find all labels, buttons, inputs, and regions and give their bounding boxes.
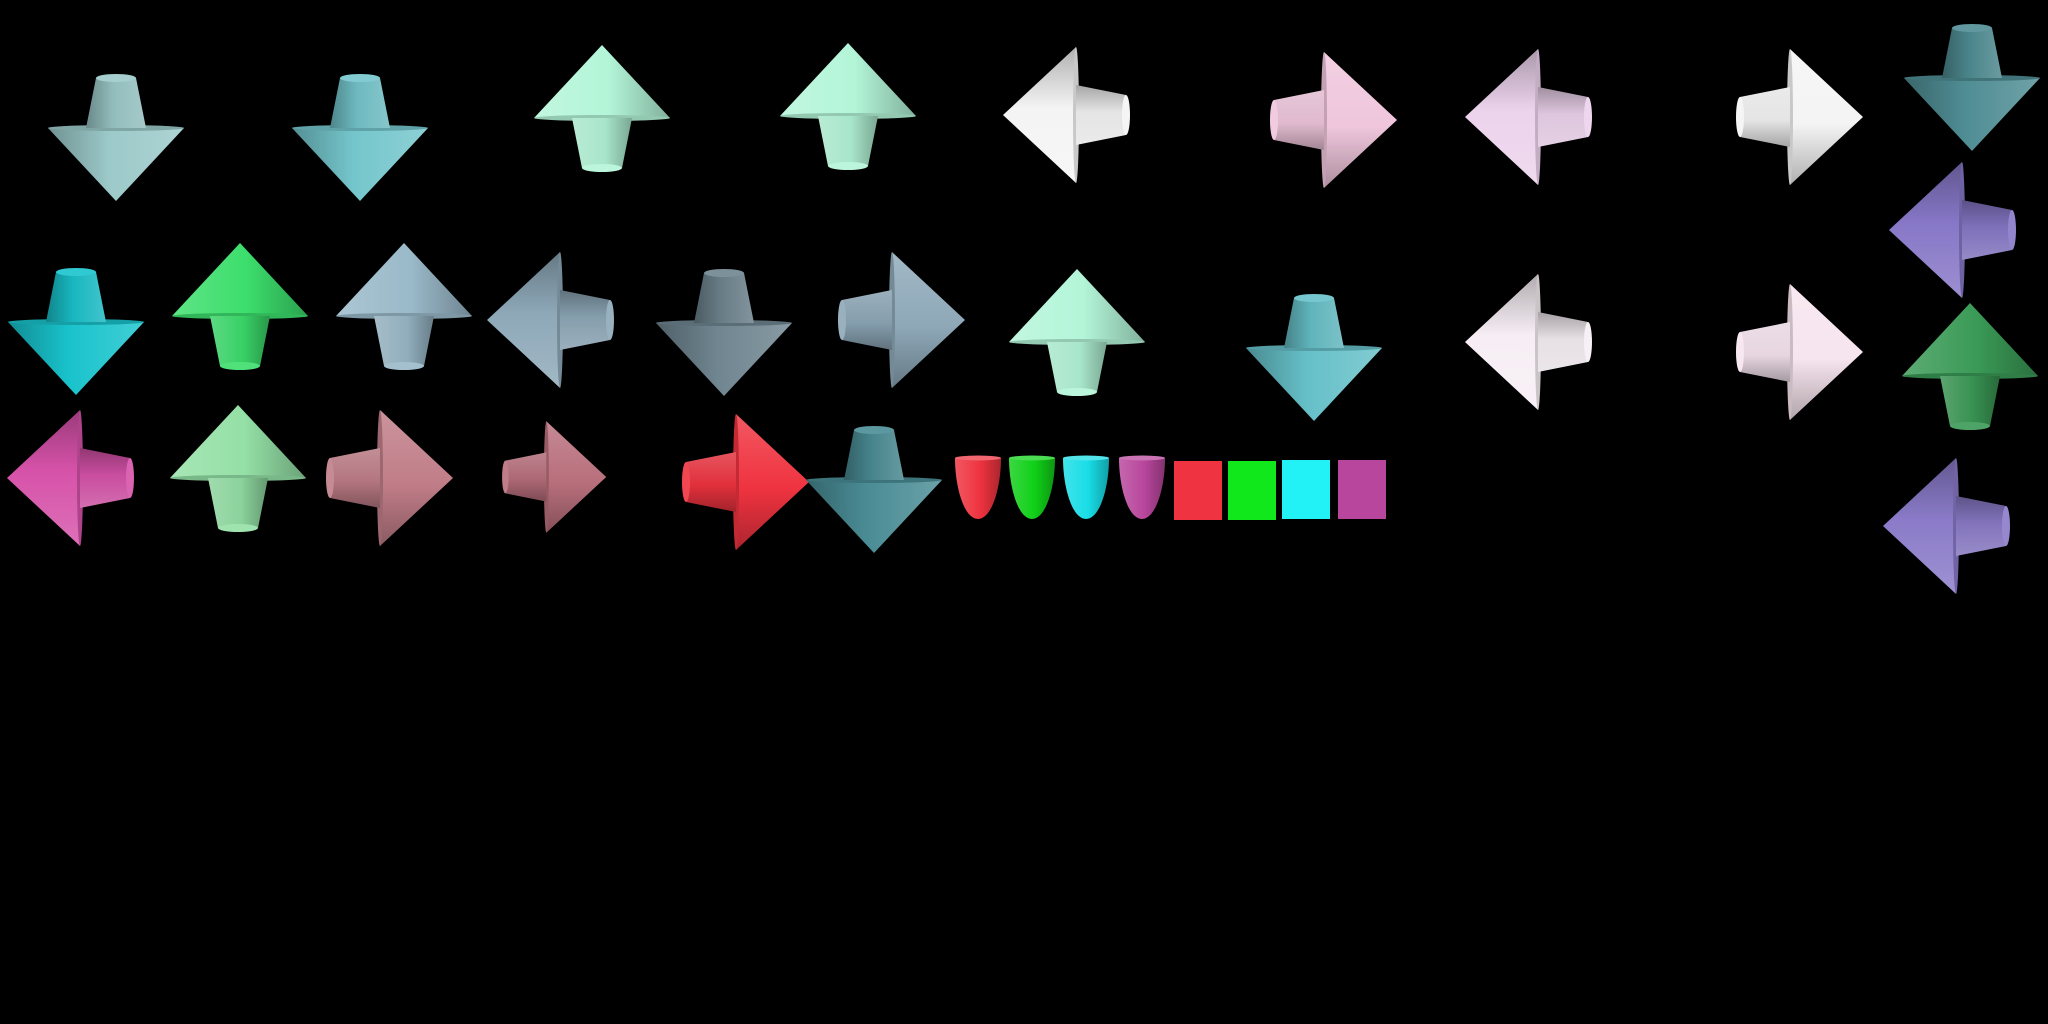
cap-red bbox=[955, 455, 1001, 519]
arrow-down-slate-icon bbox=[656, 269, 792, 396]
arrow-up-mint-2-icon bbox=[780, 43, 916, 170]
swatch-magenta bbox=[1338, 460, 1386, 519]
arrow-down-cyan-icon bbox=[8, 268, 144, 395]
arrow-right-blue-gray-icon bbox=[838, 252, 965, 388]
arrow-right-rose-small-icon bbox=[502, 421, 607, 533]
arrow-right-pink-icon bbox=[1270, 52, 1397, 188]
arrow-left-purple-2-icon bbox=[1883, 458, 2010, 594]
arrow-up-mint-icon bbox=[534, 45, 670, 172]
arrow-right-pink-2-icon bbox=[1736, 284, 1863, 420]
swatch-green bbox=[1228, 461, 1276, 520]
swatch-red bbox=[1174, 461, 1222, 520]
arrow-up-forest-green-icon bbox=[1902, 303, 2038, 430]
arrow-left-magenta-icon bbox=[7, 410, 134, 546]
arrow-left-purple-icon bbox=[1889, 162, 2016, 298]
arrow-right-rose-icon bbox=[326, 410, 453, 546]
arrow-down-dark-teal-icon bbox=[1904, 24, 2040, 151]
arrow-up-green-icon bbox=[172, 243, 308, 370]
swatch-cyan bbox=[1282, 460, 1330, 519]
cap-green bbox=[1009, 455, 1055, 519]
arrow-down-teal-2-icon bbox=[1246, 294, 1382, 421]
arrow-left-lavender-icon bbox=[1465, 49, 1592, 185]
arrow-up-mint-3-icon bbox=[1009, 269, 1145, 396]
arrow-left-white-icon bbox=[1003, 47, 1130, 183]
arrow-left-white-2-icon bbox=[1465, 274, 1592, 410]
arrow-down-pale-teal-icon bbox=[48, 74, 184, 201]
arrow-up-blue-gray-icon bbox=[336, 243, 472, 370]
arrow-up-light-green-icon bbox=[170, 405, 306, 532]
cap-cyan bbox=[1063, 455, 1109, 519]
arrow-right-white-icon bbox=[1736, 49, 1863, 185]
sprite-layer bbox=[7, 24, 2040, 594]
arrow-down-teal-icon bbox=[292, 74, 428, 201]
arrow-left-blue-gray-icon bbox=[487, 252, 614, 388]
arrow-down-dark-teal-2-icon bbox=[806, 426, 942, 553]
cap-magenta bbox=[1119, 455, 1165, 519]
arrow-right-red-icon bbox=[682, 414, 809, 550]
